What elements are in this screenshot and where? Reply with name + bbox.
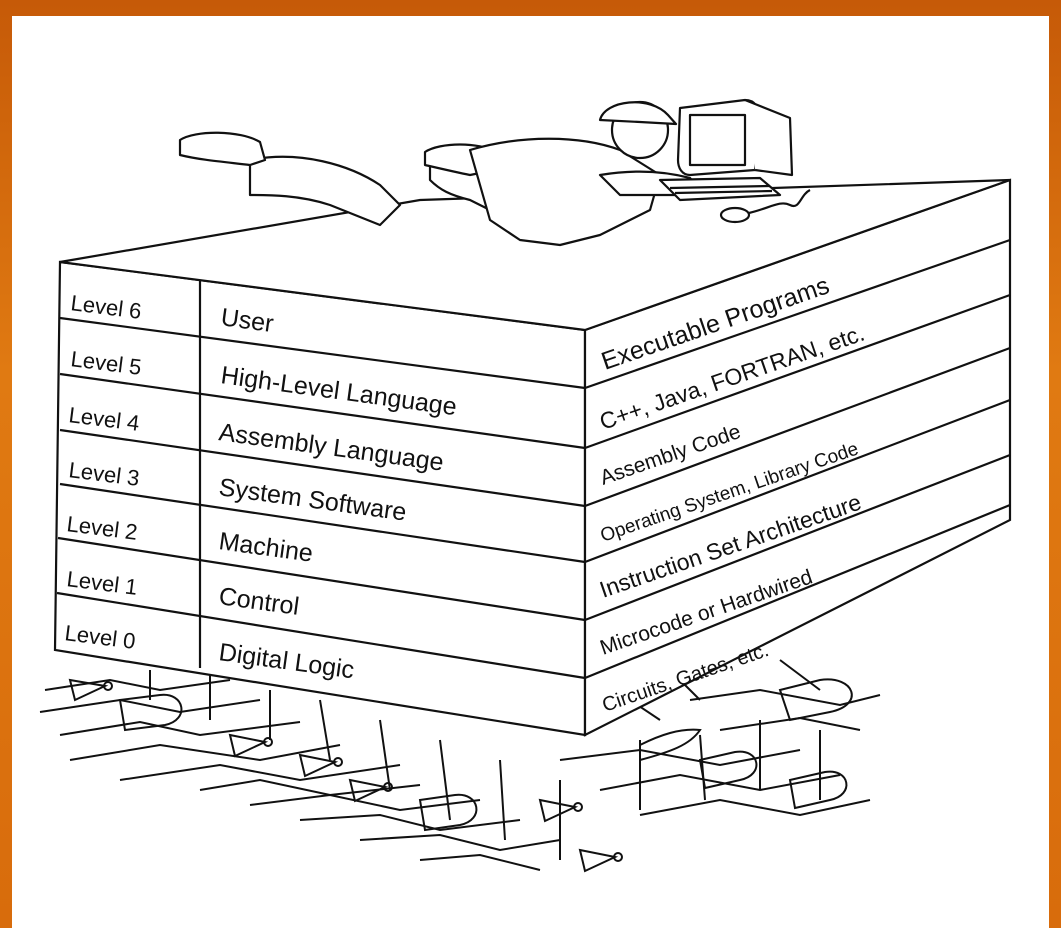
left-shoe: [178, 131, 267, 167]
monitor-screen: [688, 113, 747, 167]
buffer-gate-left-2: [228, 733, 269, 758]
buffer-gate-left-4: [348, 778, 389, 803]
box-top-face: [59, 178, 1011, 332]
computer-mouse: [719, 206, 751, 224]
and-gate-left-2: [418, 793, 478, 832]
and-gate-left-1: [118, 693, 183, 732]
and-gate-right-1: [778, 678, 853, 722]
buffer-gate-left-5: [538, 798, 579, 823]
keyboard: [658, 176, 782, 202]
level-numbers: Level 6 Level 5 Level 4 Level 3 Level 2 …: [63, 290, 143, 654]
box-right-face: [583, 178, 1012, 737]
buffer-gate-left-3: [298, 753, 339, 778]
buffer-gate-left-1: [68, 678, 109, 702]
circuit-illustration: [39, 659, 881, 873]
and-gate-right-2: [698, 750, 758, 790]
and-gate-right-3: [788, 770, 848, 810]
buffer-gate-left-6: [578, 848, 619, 873]
user-cap: [598, 101, 678, 126]
box-front-face: [53, 260, 587, 737]
user-figure: [178, 98, 811, 247]
or-gate-right-1: [639, 728, 702, 761]
